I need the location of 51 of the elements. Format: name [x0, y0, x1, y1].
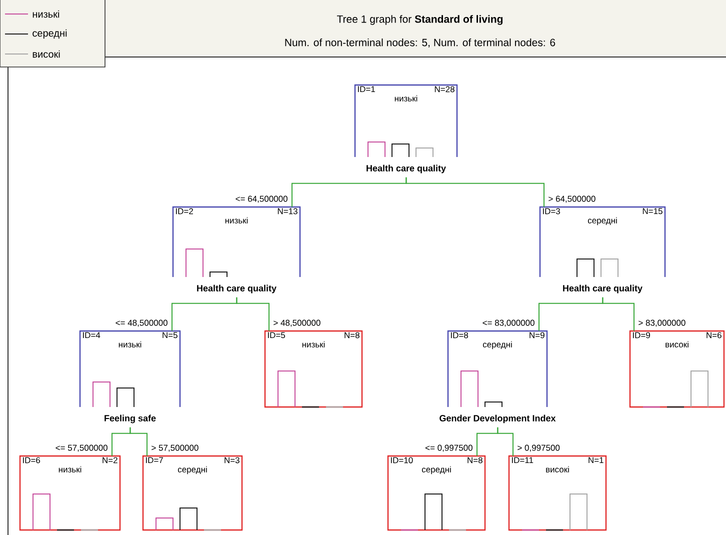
tree-node: ID=8 N=9 середні: [447, 330, 548, 408]
node-label: низькі: [118, 341, 142, 348]
tree-node: ID=1 N=28 низькі: [354, 84, 458, 158]
legend-label: низькі: [32, 10, 60, 18]
node-label: N=28: [434, 86, 454, 92]
chart-title: Tree 1 graph for Standard of living: [337, 15, 503, 25]
edge-label: <= 48,500000: [114, 318, 169, 328]
legend-label: середні: [32, 29, 67, 39]
node-label: N=15: [642, 208, 662, 214]
tree-node: ID=6 N=2 низькі: [19, 455, 121, 531]
edge-label: > 83,000000: [637, 318, 687, 328]
subtitle: Num. of non-terminal nodes: 5, Num. of terminal nodes: 6: [285, 38, 556, 48]
edge-label: <= 57,500000: [54, 444, 109, 453]
split-label: Gender Development Index: [440, 414, 556, 424]
node-label: низькі: [394, 95, 418, 102]
edge-label: <= 64,500000: [234, 194, 289, 204]
node-label: ID=2: [176, 208, 193, 214]
split-line: [130, 426, 148, 456]
tree-node: ID=3 N=15 середні: [539, 206, 666, 278]
node-label: N=5: [162, 332, 178, 338]
edge-label: > 0,997500: [516, 444, 561, 453]
split-label: Feeling safe: [104, 414, 156, 424]
split-line: [602, 296, 634, 332]
tree-node: ID=2 N=13 низькі: [172, 206, 301, 278]
split-line: [406, 176, 544, 208]
edge-label: > 64,500000: [547, 194, 597, 204]
tree-node: ID=11 N=1 високі: [508, 455, 607, 531]
node-label: низькі: [225, 217, 248, 224]
tree-node: ID=10 N=8 середні: [387, 455, 486, 531]
legend-label: високі: [32, 50, 60, 58]
node-label: ID=3: [542, 208, 560, 214]
edge-label: <= 0,997500: [424, 444, 474, 453]
node-label: N=13: [278, 208, 298, 214]
node-label: ID=8: [450, 332, 468, 338]
node-label: N=9: [530, 332, 544, 338]
tree-node: ID=4 N=5 низькі: [79, 330, 181, 408]
edge-label: > 57,500000: [150, 444, 200, 453]
tree-node: ID=5 N=8 низькі: [264, 330, 363, 408]
split-label: Health care quality: [366, 164, 446, 174]
split-line: [497, 426, 514, 456]
tree-node: ID=9 N=6 високі: [629, 330, 725, 408]
split-label: Health care quality: [197, 284, 276, 294]
node-label: ID=4: [82, 332, 100, 338]
node-label: середні: [588, 217, 617, 226]
split-label: Health care quality: [563, 284, 642, 294]
edge-label: <= 83,000000: [481, 318, 536, 328]
tree-node: ID=7 N=3 середні: [142, 455, 243, 531]
node-label: середні: [482, 341, 512, 350]
edge-label: > 48,500000: [272, 318, 322, 328]
node-label: ID=1: [358, 86, 375, 92]
split-line: [236, 296, 270, 332]
